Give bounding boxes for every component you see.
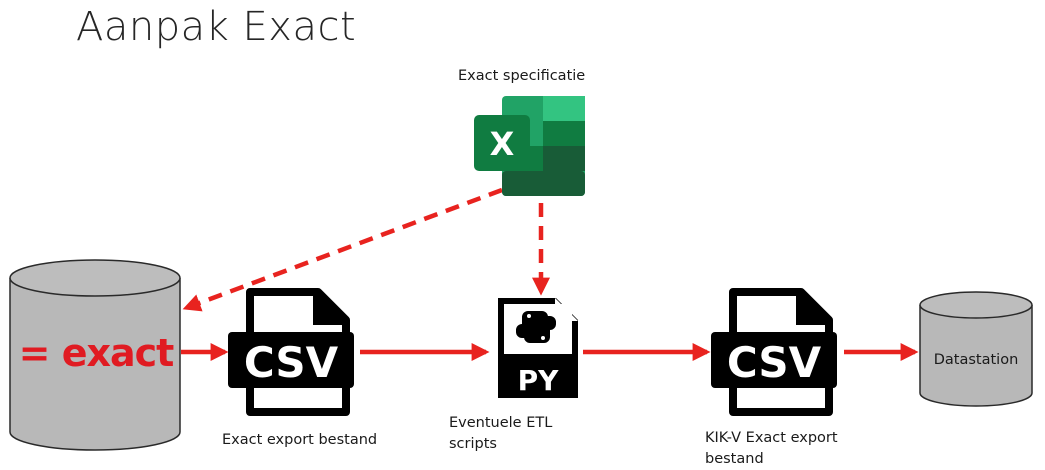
etl-label-line2: scripts <box>449 436 497 452</box>
spec-label: Exact specificatie <box>458 68 586 84</box>
csv-file-icon-text: CSV <box>244 338 339 387</box>
page-title: Aanpak Exact <box>76 4 357 50</box>
csv-file-icon-text: CSV <box>727 338 822 387</box>
datastation-label: Datastation <box>934 352 1019 368</box>
excel-icon: X <box>474 96 585 196</box>
dashed-arrow-spec-to-source <box>182 187 503 312</box>
csv-file-icon: CSV <box>711 288 837 416</box>
excel-icon-letter: X <box>490 125 515 163</box>
python-file-icon: PY <box>498 298 578 398</box>
database-cylinder-icon <box>9 259 181 451</box>
python-file-icon-text: PY <box>518 364 560 397</box>
kikv-label-line1: KIK-V Exact export <box>705 430 838 446</box>
kikv-label-line2: bestand <box>705 451 764 467</box>
database-cylinder-icon <box>919 291 1033 407</box>
etl-label-line1: Eventuele ETL <box>449 415 553 431</box>
exact-logo: = exact <box>19 331 175 375</box>
csv-file-icon: CSV <box>228 288 354 416</box>
csv-export-label: Exact export bestand <box>222 432 378 448</box>
